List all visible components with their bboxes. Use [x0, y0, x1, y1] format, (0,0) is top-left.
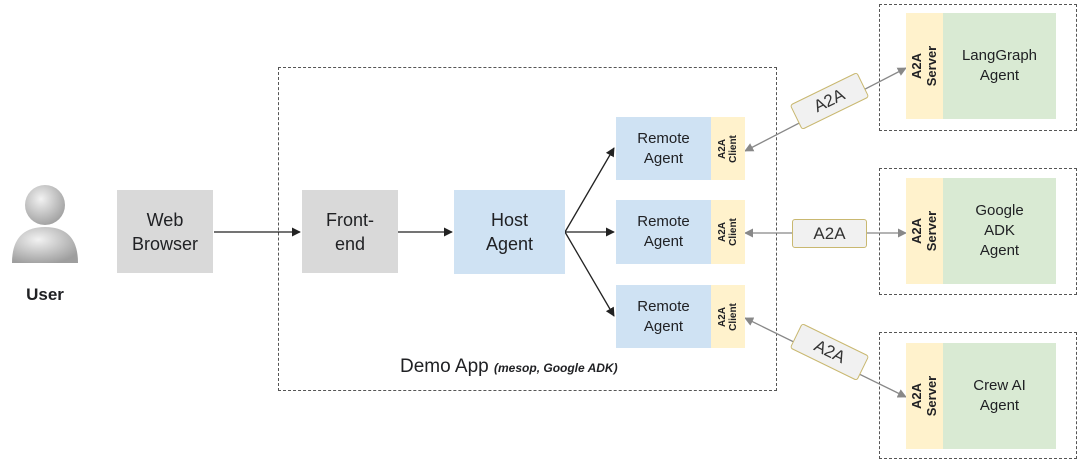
host-agent-box: Host Agent — [454, 190, 565, 274]
server-crewai: A2A Server Crew AI Agent — [906, 343, 1056, 449]
web-browser-box: Web Browser — [117, 190, 213, 273]
google-adk-agent-box: Google ADK Agent — [943, 178, 1056, 284]
remote-agent-2: Remote Agent A2A Client — [616, 200, 745, 264]
remote-agent-3: Remote Agent A2A Client — [616, 285, 745, 348]
remote-agent-label: Remote Agent — [616, 117, 711, 180]
remote-agent-1: Remote Agent A2A Client — [616, 117, 745, 180]
a2a-client-tag: A2A Client — [711, 285, 745, 348]
demo-app-subtitle: (mesop, Google ADK) — [494, 361, 618, 375]
user-icon — [10, 183, 80, 263]
server-google-adk: A2A Server Google ADK Agent — [906, 178, 1056, 284]
arrow-host-to-remote-3 — [564, 231, 615, 317]
server-langgraph: A2A Server LangGraph Agent — [906, 13, 1056, 119]
server-boundary-langgraph — [879, 4, 1077, 131]
remote-agent-label: Remote Agent — [616, 285, 711, 348]
langgraph-agent-box: LangGraph Agent — [943, 13, 1056, 119]
demo-app-caption: Demo App (mesop, Google ADK) — [400, 356, 700, 378]
a2a-client-tag: A2A Client — [711, 117, 745, 180]
user-label: User — [26, 285, 64, 304]
a2a-client-tag: A2A Client — [711, 200, 745, 264]
arrow-host-to-remote-1 — [564, 147, 615, 233]
frontend-box: Front- end — [302, 190, 398, 273]
a2a-server-tag: A2A Server — [906, 13, 943, 119]
remote-agent-label: Remote Agent — [616, 200, 711, 264]
demo-app-title: Demo App — [400, 356, 489, 377]
crewai-agent-box: Crew AI Agent — [943, 343, 1056, 449]
a2a-protocol-label-2: A2A — [792, 219, 867, 248]
a2a-server-tag: A2A Server — [906, 178, 943, 284]
a2a-server-tag: A2A Server — [906, 343, 943, 449]
